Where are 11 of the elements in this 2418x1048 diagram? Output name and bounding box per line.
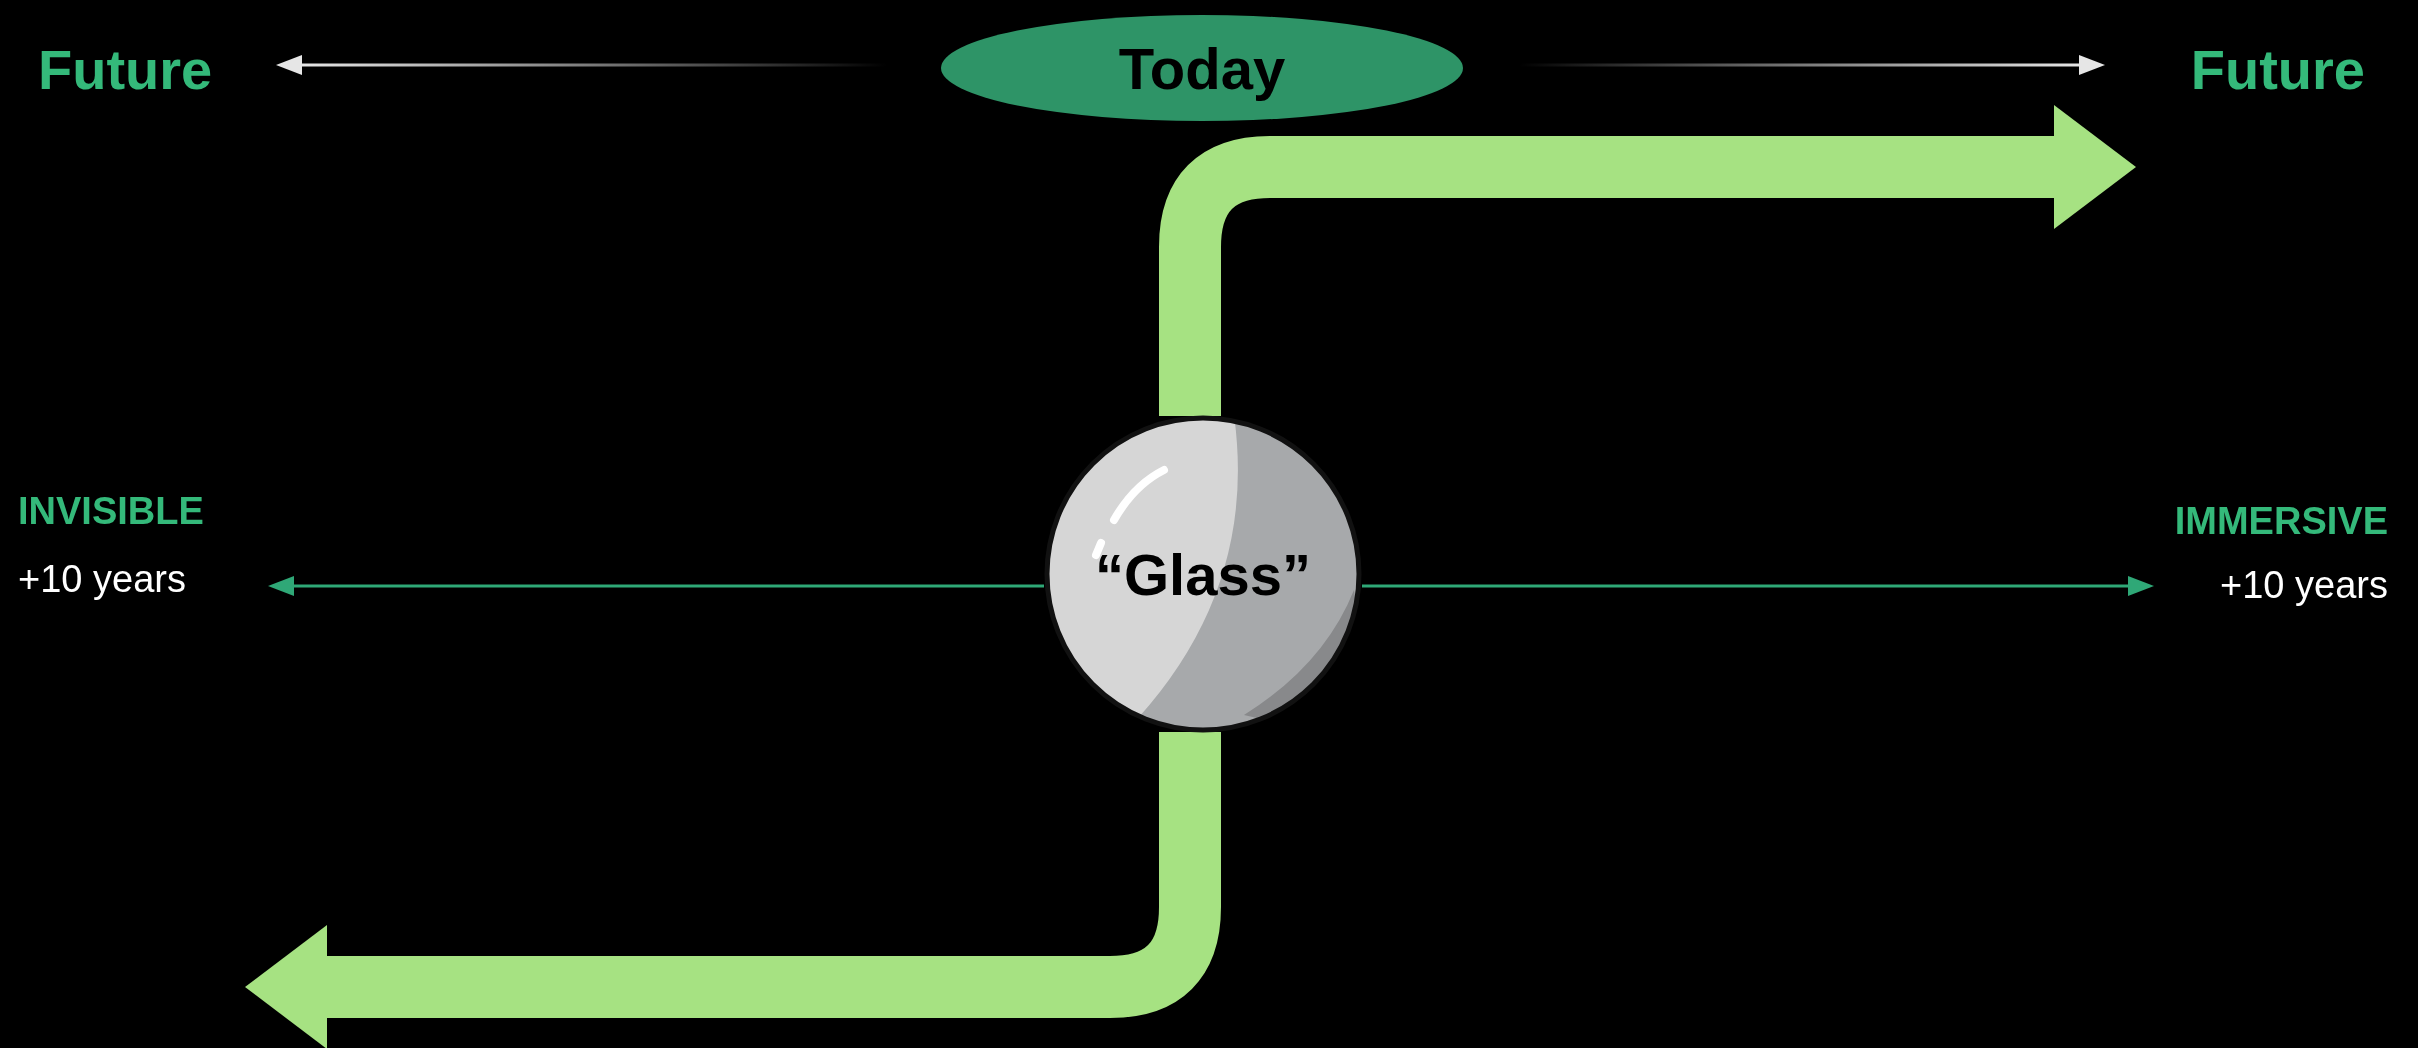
- block-arrow: [245, 732, 1221, 1048]
- time-label: Future: [2160, 30, 2365, 110]
- time-span-label: +10 years: [18, 558, 186, 601]
- time-label: Future: [38, 30, 238, 110]
- scenario-heading: INVISIBLE: [18, 490, 204, 533]
- time-label: Today: [1118, 34, 1286, 102]
- time-span-label: +10 years: [2220, 564, 2388, 607]
- arrow: [268, 576, 1044, 596]
- arrow: [1362, 576, 2154, 596]
- scenario-heading: IMMERSIVE: [2174, 500, 2388, 543]
- sphere-label: “Glass”: [1095, 540, 1311, 608]
